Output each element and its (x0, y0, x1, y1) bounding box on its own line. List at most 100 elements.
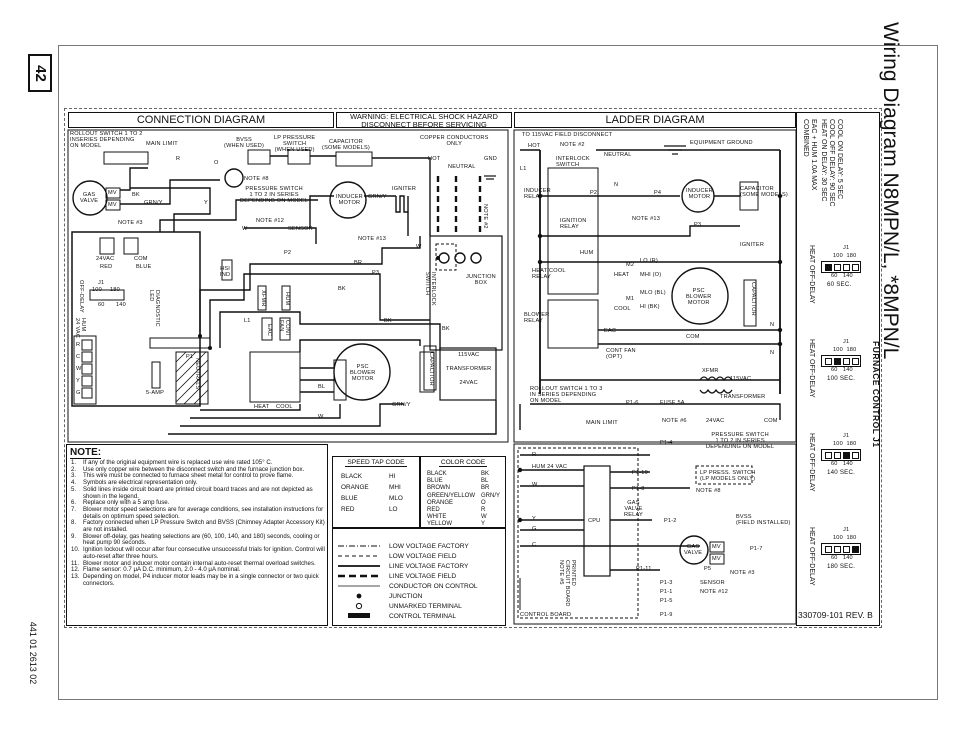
connection-diagram-title: CONNECTION DIAGRAM (68, 112, 334, 128)
ladder-hum-label: HUM (580, 250, 594, 256)
jumper-top-values: 100 180 (833, 253, 857, 259)
ladder-main-limit-label: MAIN LIMIT (586, 420, 618, 426)
grn-y-label: GRN/Y (368, 194, 387, 200)
p1-11-label: P1-11 (636, 566, 652, 572)
ladder-mv-label: MV (712, 556, 721, 562)
ladder-upper-frame (513, 129, 797, 443)
ladder-p2-label: P2 (590, 190, 598, 196)
ladder-r-label: R (532, 452, 537, 458)
ladder-cool-label: COOL (614, 306, 631, 312)
jumper-top-values: 100 180 (833, 347, 857, 353)
wire-label: W (318, 414, 324, 420)
ladder-n-label: N (770, 322, 775, 328)
cool-label: COOL (276, 404, 293, 410)
mv-label: MV (108, 190, 117, 196)
ladder-transformer-label: TRANSFORMER (720, 394, 766, 400)
speed-tap-heading: SPEED TAP CODE (345, 459, 407, 467)
neutral-hatching (175, 351, 209, 405)
bvss-label: BVSS(WHEN USED) (224, 137, 265, 149)
note-text: Use only copper wire between the disconn… (83, 465, 305, 473)
note-item: 6.Replace only with a 5 amp fuse. (71, 499, 325, 507)
note-text: Factory connected when LP Pressure Switc… (83, 519, 325, 534)
color-code-abbr: BR (481, 485, 490, 492)
note-item: 8.Factory connected when LP Pressure Swi… (71, 520, 325, 533)
p1-2-label: P1-2 (664, 518, 677, 524)
terminal-r-label: R (76, 342, 81, 348)
speed-tap-speed: MLO (389, 495, 403, 502)
p1-5-label: P1-5 (660, 598, 673, 604)
note-number: 6. (71, 499, 77, 507)
note-item: 2.Use only copper wire between the disco… (71, 465, 325, 474)
color-code-abbr: O (481, 499, 486, 506)
thermostat-terminals (81, 339, 93, 399)
legend-label: UNMARKED TERMINAL (389, 603, 462, 610)
note-number: 3. (71, 472, 77, 480)
note-item: 11.Blower motor and inducer motor contai… (71, 559, 325, 568)
note-item: 10.Ignition lockout will occur after fou… (71, 546, 325, 560)
j1-value: 100 (92, 287, 102, 293)
jumper-pin (825, 546, 832, 553)
hot-label: HOT (428, 156, 441, 162)
color-code-abbr: GRN/Y (481, 492, 501, 499)
grn-y-label: GRN/Y (392, 402, 411, 408)
j1-value: 60 (98, 302, 105, 308)
ladder-w-label: W (532, 482, 538, 488)
speed-tap-speed: MHI (389, 484, 401, 491)
junction-box-outline (429, 235, 503, 351)
note-number: 5. (71, 485, 77, 493)
ladder-capacitor-label: CAPACITOR(SOME MODELS) (740, 186, 788, 198)
note-number: 11. (71, 559, 80, 567)
p1-label: P1 (186, 354, 194, 360)
j1-label: J1 (98, 280, 105, 286)
note-number: 10. (71, 546, 80, 554)
legend-row: LINE VOLTAGE FIELD (339, 573, 503, 582)
terminal-y-label: Y (76, 378, 80, 384)
ladder-igniter-label: IGNITER (740, 242, 765, 248)
note-number: 4. (71, 479, 77, 487)
ladder-hum-24vac-label: HUM 24 VAC (532, 464, 568, 470)
ladder-note-8-label: NOTE #8 (696, 488, 721, 494)
jumper-block (821, 543, 861, 555)
note-number: 12. (71, 566, 80, 574)
jumper-setting: 100 SEC. (827, 375, 856, 382)
legend-label: LINE VOLTAGE FIELD (389, 573, 457, 580)
p3-label: P3 (372, 270, 380, 276)
legend-label: CONTROL TERMINAL (389, 613, 457, 620)
jumper-block (821, 449, 861, 461)
p1-9-label: P1-9 (660, 612, 673, 618)
capacitor-label: CAPACITOR(SOME MODELS) (322, 139, 370, 151)
note-number: 1. (71, 459, 77, 466)
color-code-abbr: R (481, 507, 486, 513)
jumper-pin (852, 452, 859, 459)
note-number: 9. (71, 532, 77, 540)
p1-4-label: P1-4 (660, 440, 673, 446)
speed-tap-color: ORANGE (341, 484, 369, 491)
off-delay-label: OFF-DELAY (78, 280, 84, 313)
note-text: Blower motor speed selections are for av… (83, 505, 324, 520)
lp-press-switch-label: LP PRESS. SWITCH(LP MODELS ONLY) (700, 470, 756, 482)
jumper-setting: 60 SEC. (827, 281, 852, 288)
legend-label: LOW VOLTAGE FACTORY (389, 543, 469, 550)
ladder-bvss-label: BVSS(FIELD INSTALLED) (736, 514, 791, 526)
ladder-l1-label: L1 (520, 166, 527, 172)
color-code-name: YELLOW (427, 521, 453, 528)
legend-label: LOW VOLTAGE FIELD (389, 553, 457, 560)
j1-value: 140 (116, 302, 126, 308)
main-limit-label: MAIN LIMIT (146, 141, 178, 147)
ladder-com-2-label: COM (764, 418, 778, 424)
control-board-label: CONTROL BOARD (520, 612, 572, 618)
note-text: Solid lines inside circuit board are pri… (83, 485, 313, 500)
neutral-terminals (175, 351, 209, 405)
cpu-block (583, 465, 611, 577)
